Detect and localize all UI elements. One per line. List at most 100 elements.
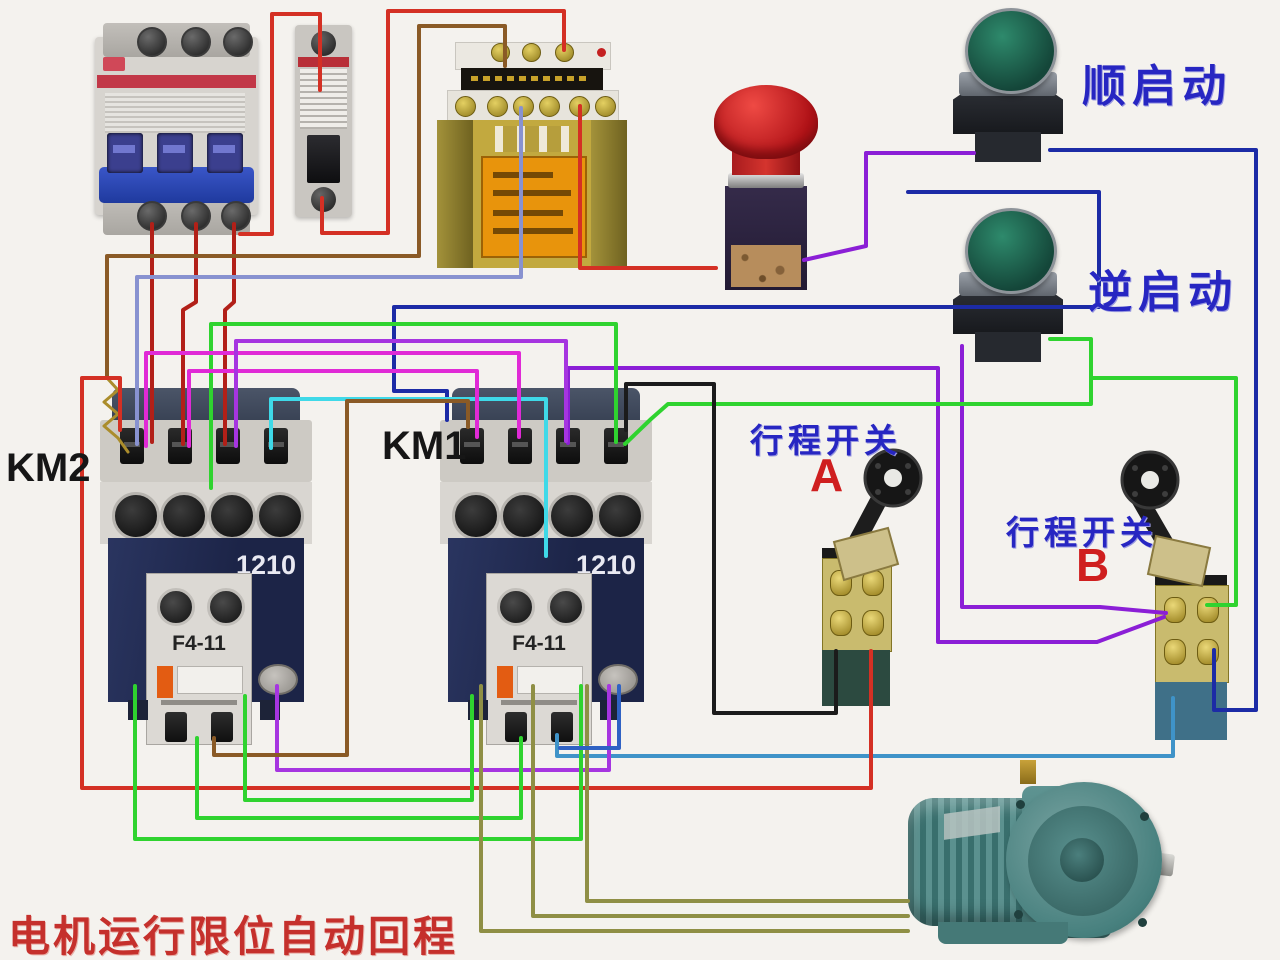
terminal-screw <box>137 27 167 57</box>
switch-base <box>1155 682 1227 740</box>
green-cap <box>965 208 1057 294</box>
breaker-toggle <box>307 135 340 183</box>
terminal-screw <box>137 201 167 231</box>
brass-terminal <box>491 43 510 62</box>
terminal-hole <box>112 492 160 540</box>
page-title: 电机运行限位自动回程 <box>8 912 459 960</box>
red-label-band <box>298 57 349 67</box>
flange-bolt <box>1014 910 1023 919</box>
slider-panel <box>517 666 583 694</box>
terminal-screw <box>604 428 628 464</box>
red-dot <box>597 48 606 57</box>
terminal-hole <box>160 492 208 540</box>
mushroom-cap <box>714 85 818 159</box>
metal-collar <box>728 173 804 188</box>
aux-terminal <box>505 712 527 742</box>
forward-start-button <box>952 8 1064 162</box>
terminal-hole <box>452 492 500 540</box>
brass-terminal <box>1197 639 1219 665</box>
label-forward-start: 顺启动 <box>1082 61 1232 112</box>
flange-bolt <box>1016 800 1025 809</box>
aux-hole <box>207 588 245 626</box>
contactor-foot <box>260 700 280 720</box>
terminal-hole <box>500 492 548 540</box>
green-cap <box>965 8 1057 94</box>
terminal-screw <box>264 428 288 464</box>
terminal-screw <box>216 428 240 464</box>
brass-terminal <box>1164 639 1186 665</box>
terminal-screw <box>168 428 192 464</box>
core-bracket-right <box>591 120 627 268</box>
control-transformer <box>437 42 627 268</box>
contactor-km2: 1210 F4-11 <box>100 388 312 762</box>
terminal-hole <box>256 492 304 540</box>
aux-hole <box>497 588 535 626</box>
brass-terminal <box>569 96 590 117</box>
red-stripe <box>97 75 256 88</box>
terminal-screw <box>556 428 580 464</box>
brass-terminal <box>555 43 574 62</box>
core-bracket-left <box>437 120 473 268</box>
label-km2: KM2 <box>6 446 91 490</box>
terminal-screw <box>508 428 532 464</box>
label-km1: KM1 <box>382 424 467 468</box>
contact-base <box>731 245 801 287</box>
three-pole-breaker <box>95 15 258 235</box>
orange-indicator <box>497 666 513 698</box>
aux-contact-block: F4-11 <box>486 573 592 745</box>
brass-terminal <box>487 96 508 117</box>
aux-hole <box>157 588 195 626</box>
emergency-stop-button <box>712 85 820 290</box>
mount-screw <box>258 664 298 695</box>
terminal-screw <box>181 201 211 231</box>
reverse-start-button <box>952 208 1064 362</box>
contactor-foot <box>600 700 620 720</box>
aux-hole <box>547 588 585 626</box>
winding-leads <box>495 126 569 152</box>
terminal-screw <box>120 428 144 464</box>
flange-bolt <box>1138 918 1147 927</box>
slider-panel <box>177 666 243 694</box>
orange-indicator <box>157 666 173 698</box>
aux-terminal <box>551 712 573 742</box>
contact-base <box>975 332 1041 362</box>
terminal-hole <box>208 492 256 540</box>
button-housing <box>953 292 1063 334</box>
terminal-screw <box>223 27 253 57</box>
aux-contact-block: F4-11 <box>146 573 252 745</box>
toggle-window <box>207 133 243 173</box>
terminal-hole <box>548 492 596 540</box>
brass-terminal <box>455 96 476 117</box>
brass-terminal <box>539 96 560 117</box>
motor-foot <box>938 922 1068 944</box>
aux-terminal <box>165 712 187 742</box>
contactor-km1: 1210 F4-11 <box>440 388 652 762</box>
brass-terminal <box>513 96 534 117</box>
aux-terminal <box>211 712 233 742</box>
aux-print <box>161 700 237 705</box>
lifting-eye <box>1020 760 1036 784</box>
flange-bolt <box>1140 812 1149 821</box>
switch-base <box>822 650 890 706</box>
rating-print <box>105 93 245 133</box>
rating-print <box>300 69 347 129</box>
label-reverse-start: 逆启动 <box>1088 267 1238 318</box>
brass-terminal <box>862 610 884 636</box>
brand-badge <box>103 57 125 71</box>
aux-model-text: F4-11 <box>172 632 226 655</box>
label-limit-switch-b-id: B <box>1076 539 1110 591</box>
contactor-foot <box>128 700 148 720</box>
single-pole-breaker <box>295 25 352 217</box>
label-band <box>461 68 603 90</box>
mount-screw <box>598 664 638 695</box>
spec-label <box>481 156 587 258</box>
aux-model-text: F4-11 <box>512 632 566 655</box>
terminal-hole <box>596 492 644 540</box>
brass-terminal <box>595 96 616 117</box>
contactor-foot <box>468 700 488 720</box>
terminal-screw <box>311 31 336 56</box>
wire-purple <box>802 151 976 262</box>
terminal-screw <box>221 201 251 231</box>
brass-terminal <box>830 610 852 636</box>
